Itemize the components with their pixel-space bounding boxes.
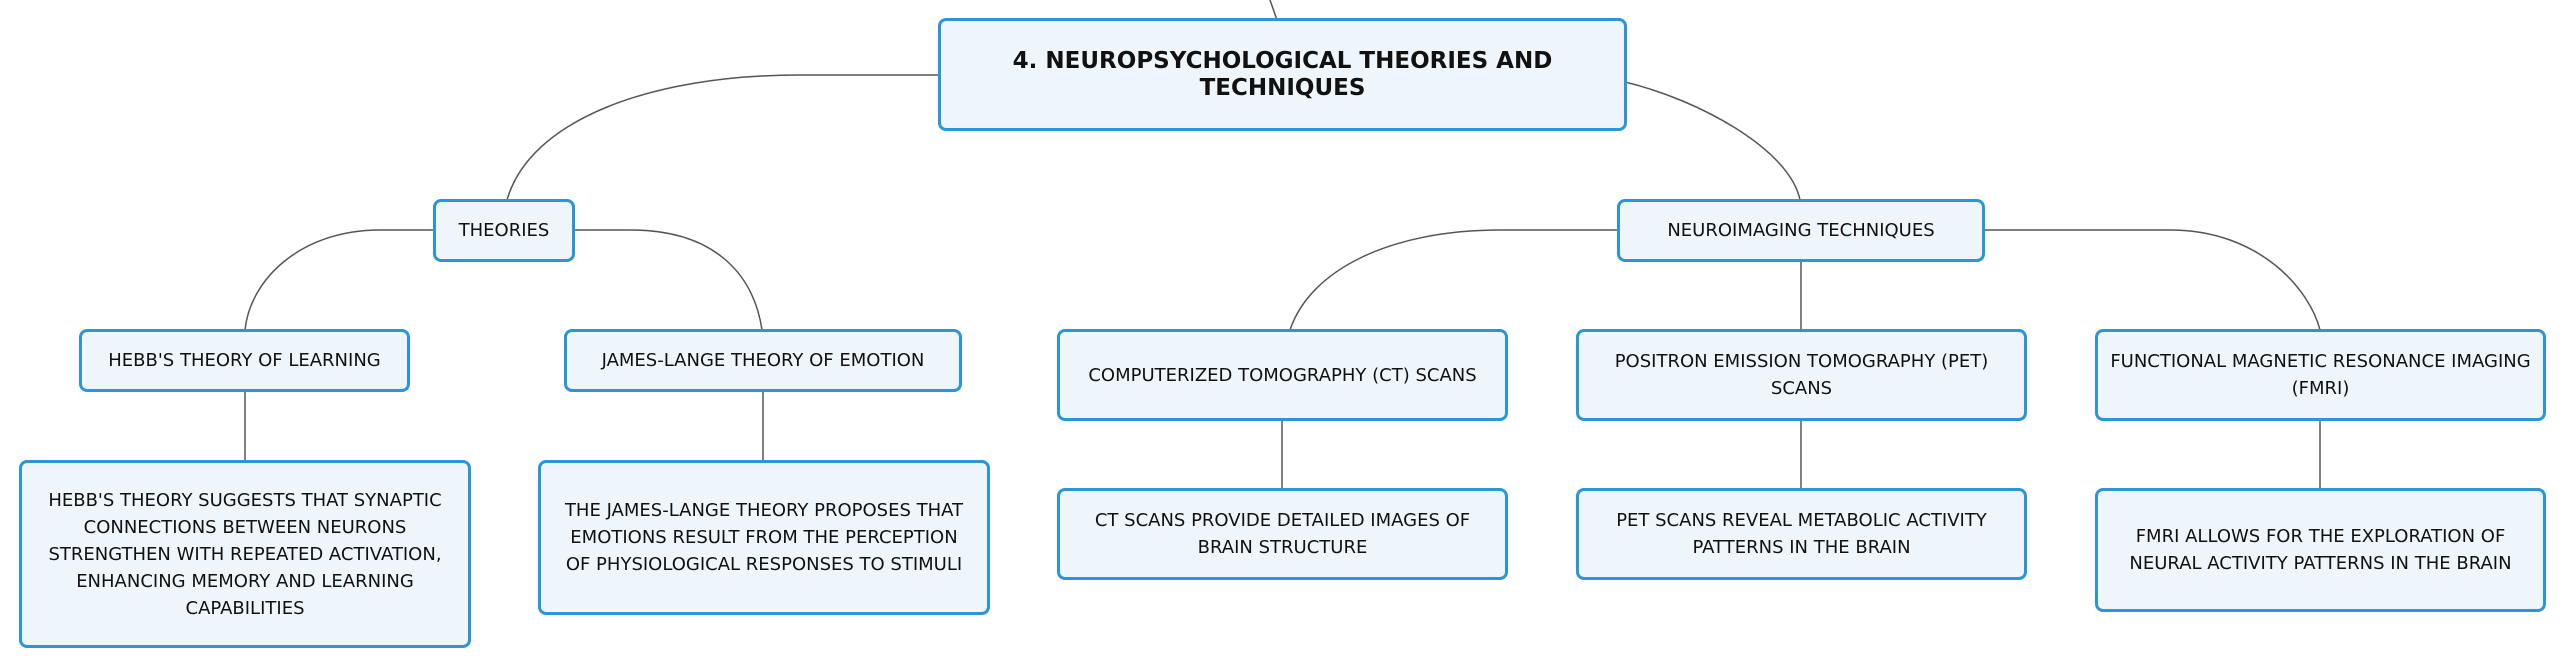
root-topic-label: 4. NEUROPSYCHOLOGICAL THEORIES AND TECHN… bbox=[1012, 47, 1553, 101]
james-lange-theory-node[interactable]: JAMES-LANGE THEORY OF EMOTION bbox=[564, 329, 962, 392]
fmri-node[interactable]: FUNCTIONAL MAGNETIC RESONANCE IMAGING (F… bbox=[2095, 329, 2546, 421]
connector-root-to-theories bbox=[506, 74, 943, 201]
root-topic-node[interactable]: 4. NEUROPSYCHOLOGICAL THEORIES AND TECHN… bbox=[938, 18, 1627, 131]
ct-scans-detail-text: CT SCANS PROVIDE DETAILED IMAGES OF BRAI… bbox=[1094, 510, 1471, 558]
connector-parent-to-root bbox=[1269, 0, 1278, 21]
connector-techniques-to-ct bbox=[1289, 229, 1620, 331]
fmri-detail-node[interactable]: FMRI ALLOWS FOR THE EXPLORATION OF NEURA… bbox=[2095, 488, 2546, 612]
neuroimaging-techniques-node[interactable]: NEUROIMAGING TECHNIQUES bbox=[1617, 199, 1985, 262]
neuroimaging-techniques-label: NEUROIMAGING TECHNIQUES bbox=[1667, 220, 1935, 241]
connector-theories-to-hebb bbox=[244, 229, 435, 331]
pet-scans-label: POSITRON EMISSION TOMOGRAPHY (PET) SCANS bbox=[1614, 351, 1989, 399]
pet-scans-node[interactable]: POSITRON EMISSION TOMOGRAPHY (PET) SCANS bbox=[1576, 329, 2027, 421]
theories-label: THEORIES bbox=[458, 220, 550, 241]
hebb-theory-detail-node[interactable]: HEBB'S THEORY SUGGESTS THAT SYNAPTIC CON… bbox=[19, 460, 471, 648]
fmri-label: FUNCTIONAL MAGNETIC RESONANCE IMAGING (F… bbox=[2110, 351, 2531, 399]
connector-techniques-to-fmri bbox=[1983, 229, 2321, 331]
james-lange-detail-text: THE JAMES-LANGE THEORY PROPOSES THAT EMO… bbox=[564, 500, 964, 575]
hebb-theory-label: HEBB'S THEORY OF LEARNING bbox=[108, 350, 381, 371]
hebb-theory-detail-text: HEBB'S THEORY SUGGESTS THAT SYNAPTIC CON… bbox=[48, 489, 442, 619]
fmri-detail-text: FMRI ALLOWS FOR THE EXPLORATION OF NEURA… bbox=[2129, 526, 2512, 574]
ct-scans-node[interactable]: COMPUTERIZED TOMOGRAPHY (CT) SCANS bbox=[1057, 329, 1508, 421]
hebb-theory-node[interactable]: HEBB'S THEORY OF LEARNING bbox=[79, 329, 410, 392]
ct-scans-detail-node[interactable]: CT SCANS PROVIDE DETAILED IMAGES OF BRAI… bbox=[1057, 488, 1508, 580]
james-lange-detail-node[interactable]: THE JAMES-LANGE THEORY PROPOSES THAT EMO… bbox=[538, 460, 990, 615]
theories-node[interactable]: THEORIES bbox=[433, 199, 575, 262]
pet-scans-detail-text: PET SCANS REVEAL METABOLIC ACTIVITY PATT… bbox=[1616, 510, 1987, 558]
pet-scans-detail-node[interactable]: PET SCANS REVEAL METABOLIC ACTIVITY PATT… bbox=[1576, 488, 2027, 580]
james-lange-theory-label: JAMES-LANGE THEORY OF EMOTION bbox=[601, 350, 925, 371]
connector-root-to-techniques bbox=[1624, 81, 1801, 201]
ct-scans-label: COMPUTERIZED TOMOGRAPHY (CT) SCANS bbox=[1088, 364, 1477, 386]
connector-theories-to-james-lange bbox=[573, 229, 763, 331]
